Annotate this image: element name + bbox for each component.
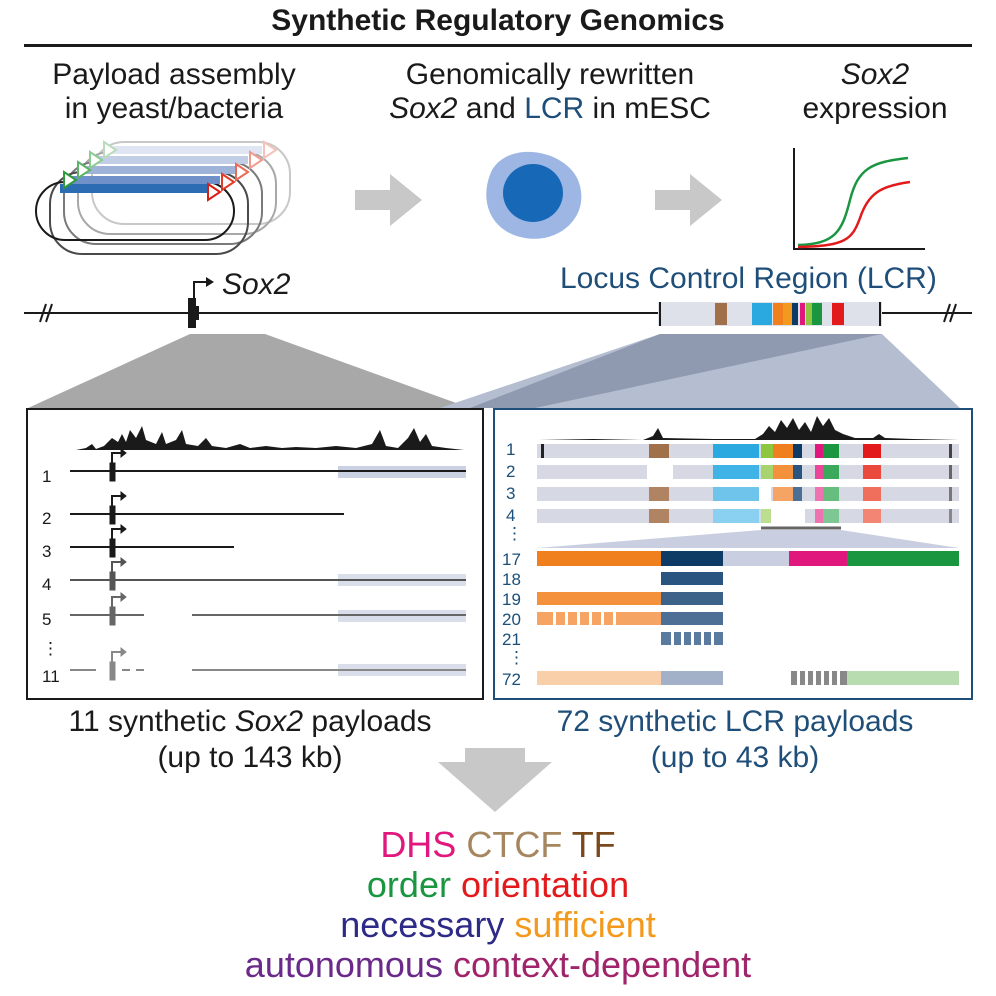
figure-title: Synthetic Regulatory Genomics [271, 4, 725, 37]
sox2-tss-icon [188, 277, 214, 328]
keyword-order: order [366, 864, 451, 905]
sox2-row-label: 1 [42, 467, 52, 486]
step2-mesc: in mESC [584, 92, 711, 125]
step3-sox2: Sox2 [840, 58, 910, 91]
lcr-label: Locus Control Region (LCR) [560, 262, 937, 295]
lcr-row-label: 18 [502, 570, 521, 589]
lcr-row-label: 20 [502, 610, 521, 629]
lcr-row-label: ⋮ [508, 648, 525, 667]
keyword-ctcf: CTCF [466, 824, 563, 865]
arrow-right-1 [355, 174, 422, 226]
step2-line1: Genomically rewritten [405, 58, 695, 91]
sox2-row-label: 3 [42, 542, 52, 561]
lcr-row-label: 17 [502, 550, 521, 569]
lcr-row-label: 19 [502, 590, 521, 609]
step1-header: Payload assembly in yeast/bacteria [14, 58, 334, 126]
lcr-rows-bottom [537, 551, 959, 685]
keyword-context-dependent: context-dependent [452, 944, 752, 985]
keyword-line-4: autonomous context-dependent [0, 946, 996, 984]
sox2-payload-tracks [70, 466, 466, 676]
lcr-caption-line1: 72 synthetic LCR payloads [556, 705, 914, 738]
title-rule [24, 44, 972, 47]
lcr-row-label: 72 [502, 670, 521, 689]
lcr-zoom-fan [537, 530, 959, 548]
lcr-row-label: 4 [506, 506, 516, 525]
sox2-row-label: 4 [42, 575, 52, 594]
lcr-row-label: 1 [506, 440, 516, 459]
lcr-locus-elements [658, 302, 882, 326]
lcr-caption: 72 synthetic LCR payloads (up to 43 kb) [500, 704, 970, 776]
sox2-caption: 11 synthetic Sox2 payloads (up to 143 kb… [20, 704, 480, 776]
plasmid-bars [60, 146, 262, 193]
keyword-orientation: orientation [460, 864, 630, 905]
zoom-trapezoids [28, 334, 960, 408]
keyword-line-1: DHS CTCF TF [0, 826, 996, 864]
keyword-line-2: order orientation [0, 866, 996, 904]
arrow-right-2 [655, 174, 722, 226]
lcr-payload-panel [493, 408, 973, 700]
sox2-signal-track [76, 426, 464, 450]
sox2-caption-gene: Sox2 [234, 705, 304, 738]
lcr-row-label: ⋮ [506, 524, 523, 543]
keyword-tf: TF [571, 824, 616, 865]
lcr-rows-top [537, 444, 959, 525]
sox2-gene-label: Sox2 [222, 268, 291, 301]
sox2-caption-line1: 11 synthetic Sox2 payloads [20, 704, 480, 740]
keyword-necessary: necessary [340, 904, 505, 945]
step2-sox2: Sox2 [389, 92, 458, 125]
lcr-row-label: 21 [502, 630, 521, 649]
keyword-sufficient: sufficient [514, 904, 656, 945]
loxp-sites [63, 140, 278, 202]
step3-header: Sox2 expression [760, 58, 990, 126]
step3-line2: expression [802, 92, 948, 125]
sox2-row-label: 2 [42, 509, 52, 528]
sox2-tss-markers [109, 447, 127, 681]
sox2-row-label: 5 [42, 610, 52, 629]
lcr-row-label: 3 [506, 484, 516, 503]
sox2-caption-rest: payloads [303, 705, 432, 738]
keyword-line-3: necessary sufficient [0, 906, 996, 944]
step2-lcr: LCR [524, 92, 585, 125]
keyword-autonomous: autonomous [244, 944, 443, 985]
keyword-dhs: DHS [380, 824, 457, 865]
break-marks [39, 303, 957, 323]
lcr-caption-line2: (up to 43 kb) [650, 741, 820, 774]
step2-header: Genomically rewritten Sox2 and LCR in mE… [345, 58, 755, 126]
step2-line2: Sox2 and LCR in mESC [345, 92, 755, 126]
sox2-caption-line2: (up to 143 kb) [157, 741, 343, 774]
lcr-row-label: 2 [506, 462, 516, 481]
sox2-row-label: 11 [42, 667, 60, 686]
step1-line2: in yeast/bacteria [64, 92, 284, 125]
sox2-payload-panel [26, 408, 484, 700]
step2-and: and [457, 92, 525, 125]
sox2-caption-count: 11 synthetic [68, 705, 235, 738]
sox2-row-label: ⋮ [42, 639, 59, 658]
step1-line1: Payload assembly [52, 58, 296, 91]
expression-plot [793, 148, 925, 250]
down-arrow [438, 748, 552, 812]
